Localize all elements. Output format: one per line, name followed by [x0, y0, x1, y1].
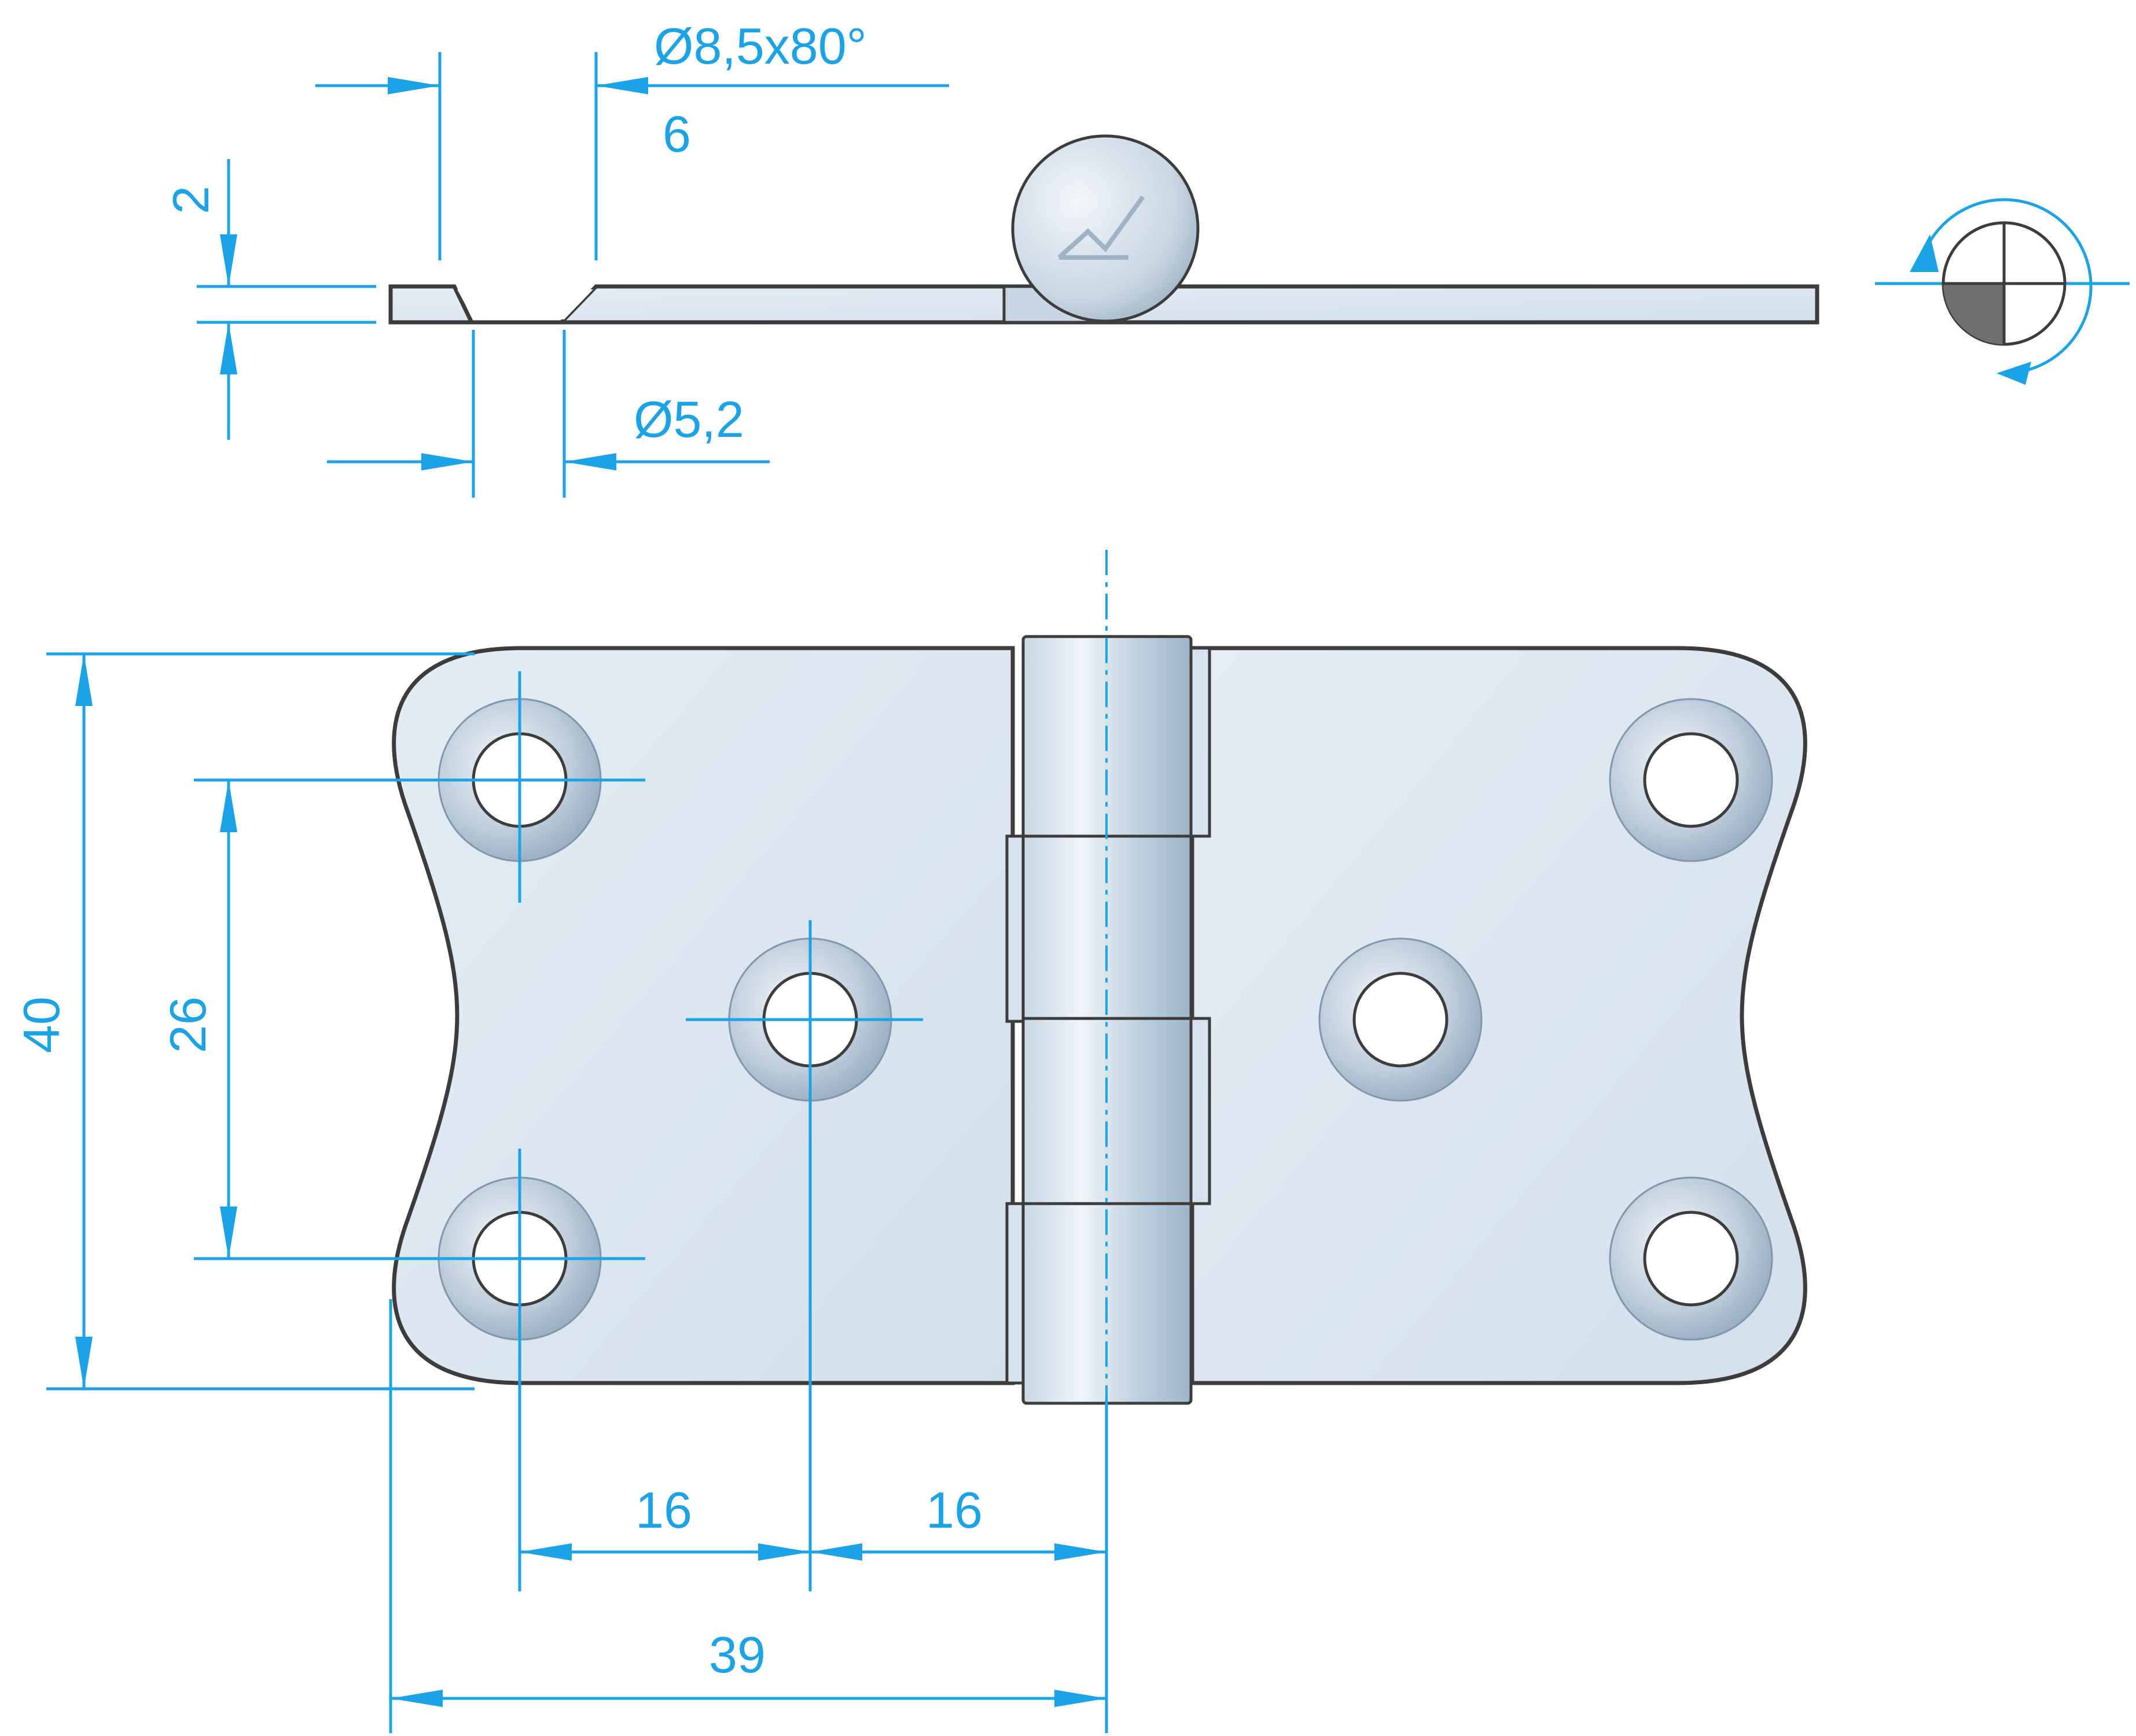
dim-thickness: 2 [162, 186, 219, 214]
dim-overall-height: 40 [13, 996, 70, 1053]
side-view-pin-mark [1057, 195, 1145, 260]
dim-countersink-offset: 6 [663, 105, 691, 163]
screw-hole-bottom-right [1609, 1176, 1773, 1341]
screw-hole-center-right [1318, 937, 1483, 1102]
dim-hole-spacing-horizontal-left: 16 [635, 1481, 692, 1539]
dim-hole-diameter: Ø5,2 [634, 391, 744, 448]
front-view: 40 26 16 16 39 [13, 550, 1807, 1733]
dim-half-length: 39 [709, 1626, 766, 1683]
dim-hole-spacing-vertical: 26 [159, 996, 216, 1053]
side-view: Ø8,5x80° 6 2 Ø5,2 [162, 17, 1819, 498]
screw-hole-top-right [1609, 698, 1773, 862]
side-view-pin [1011, 134, 1200, 323]
dim-countersink: Ø8,5x80° [654, 17, 867, 75]
side-view-countersink [457, 289, 593, 319]
dim-hole-spacing-horizontal-right: 16 [926, 1481, 983, 1539]
first-angle-projection-icon [1875, 198, 2130, 385]
rotation-arrow-icon [1920, 198, 2093, 375]
